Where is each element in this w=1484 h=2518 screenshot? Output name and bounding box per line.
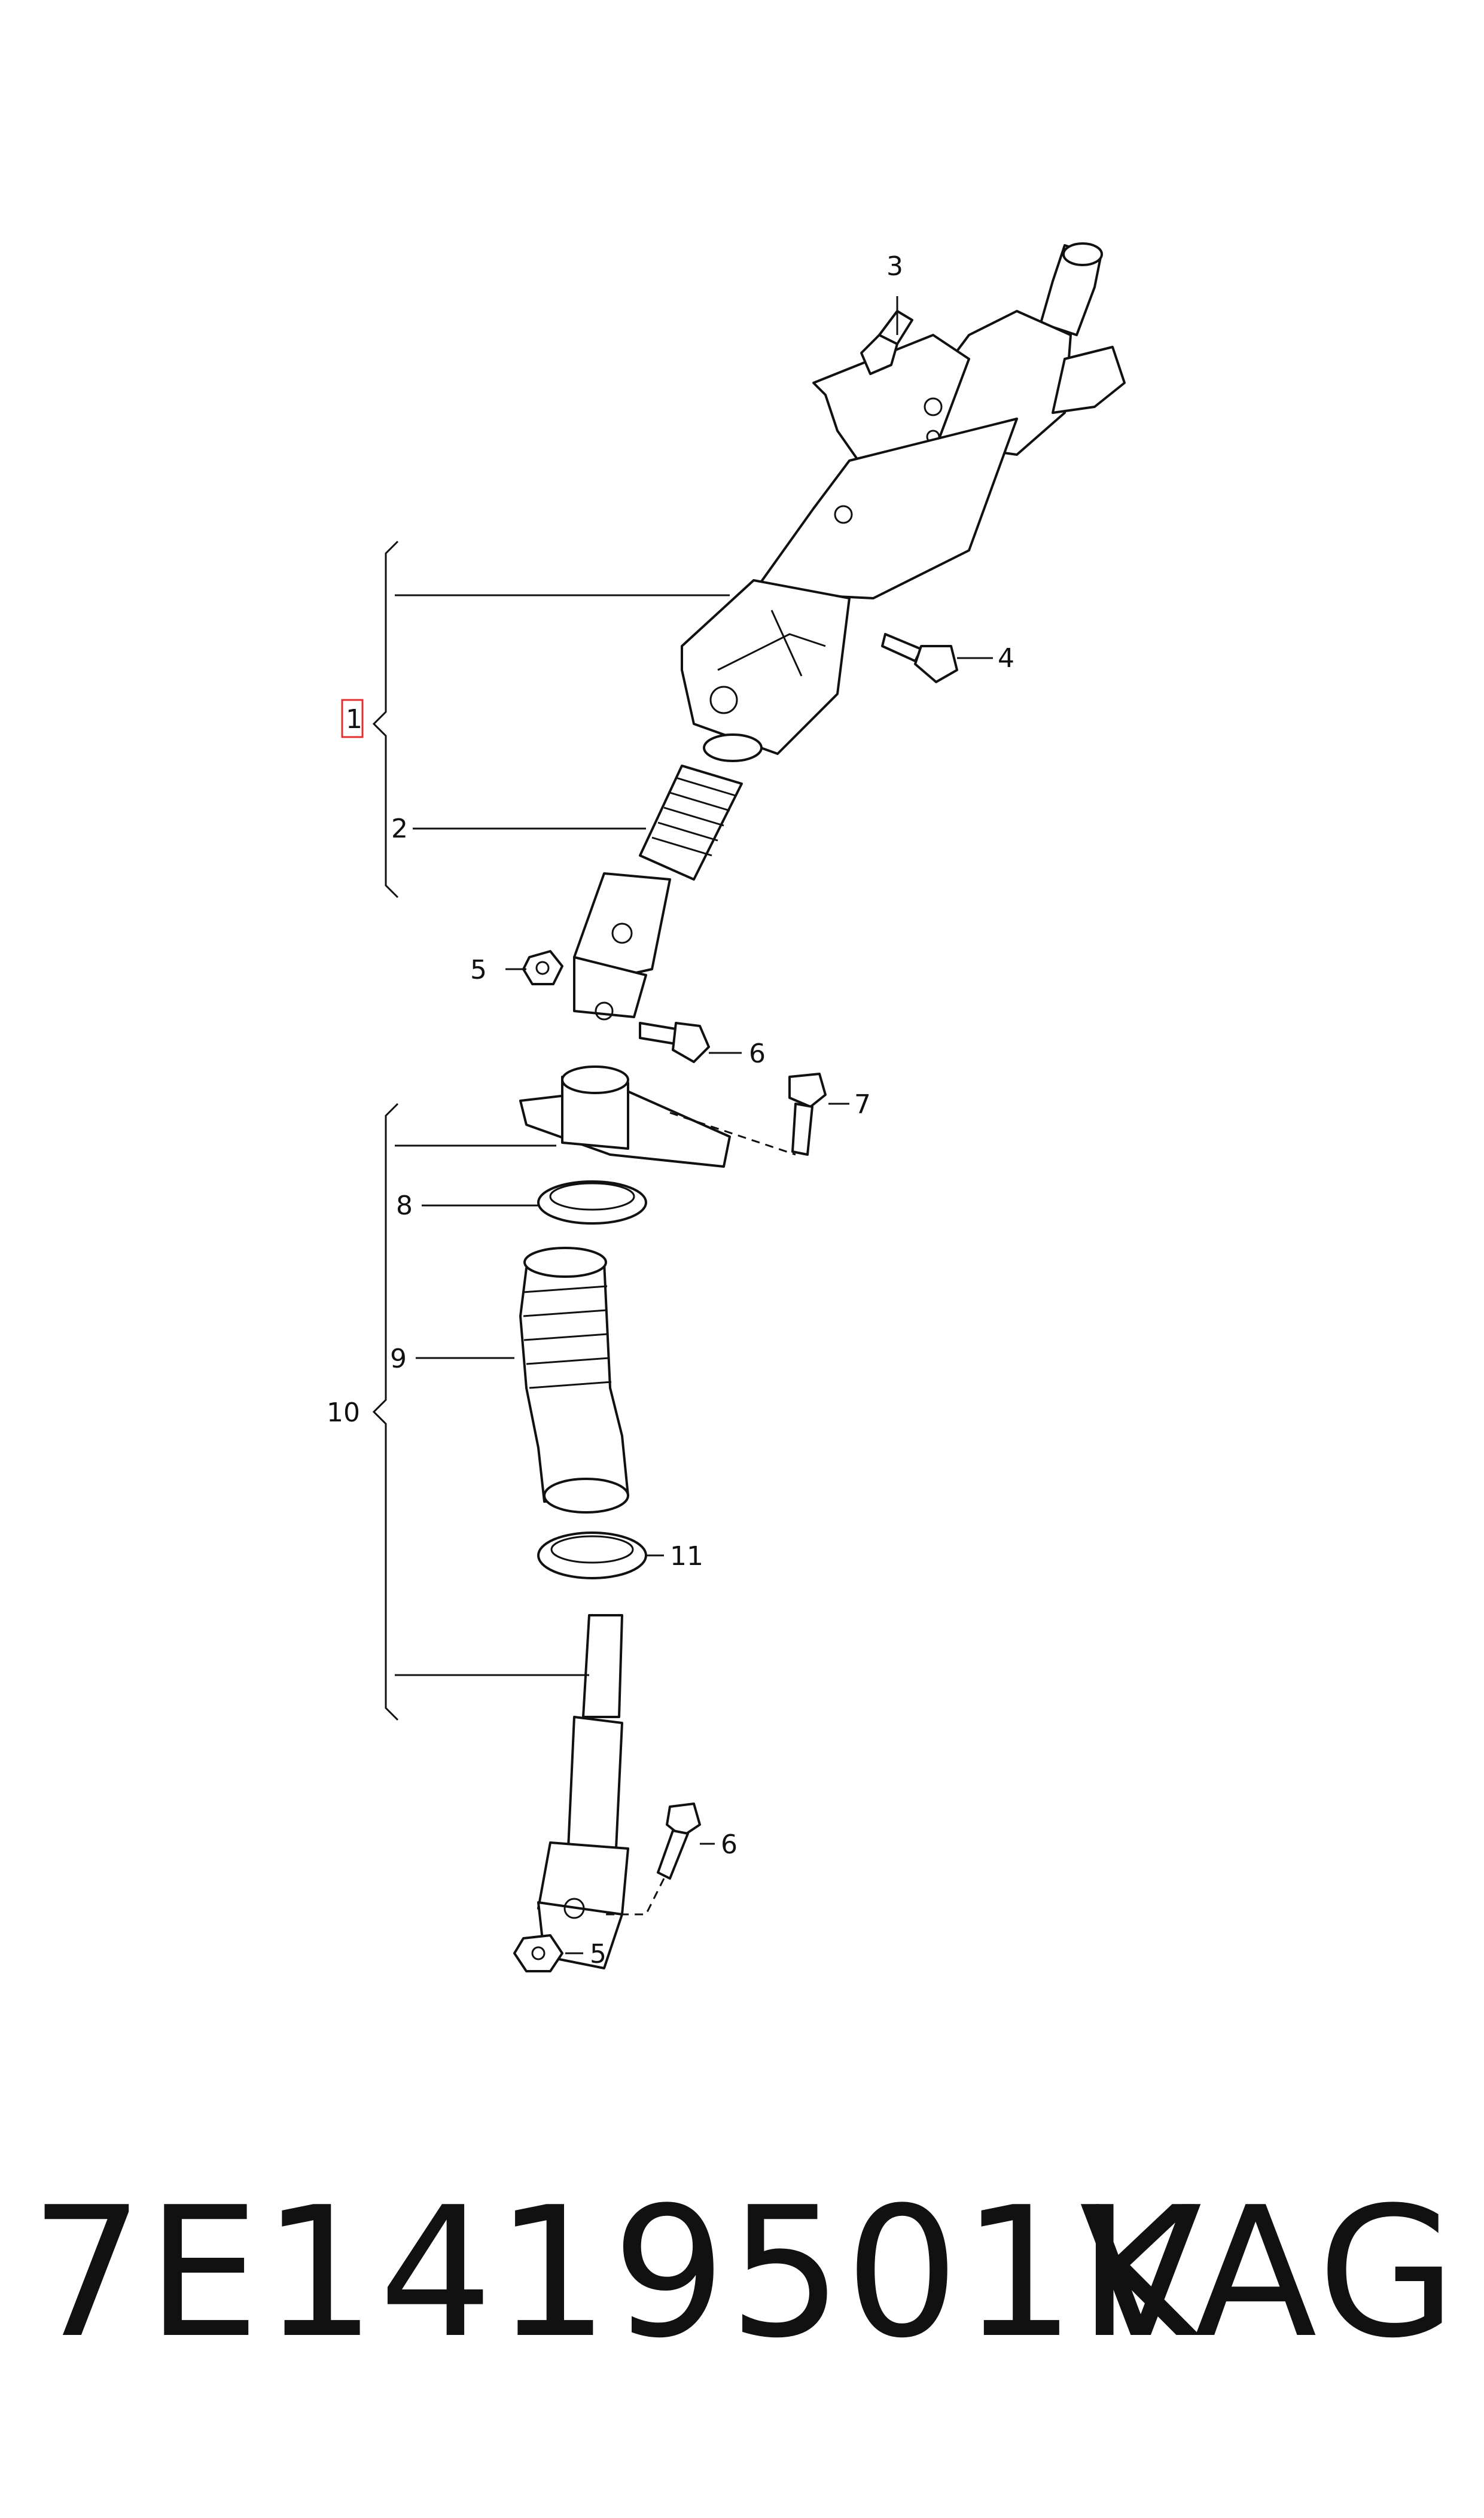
part-number: 7E1419501K [30,2169,1199,2377]
callout-11: 11 [670,1541,703,1572]
leader-lines [395,296,993,1954]
clamp-8 [537,1180,647,1225]
parts-diagram: 1 2 3 4 5 6 7 8 9 10 11 6 5 [327,242,1126,1972]
callout-4: 4 [998,643,1014,674]
callout-8: 8 [396,1191,413,1221]
callout-6-lower: 6 [721,1829,738,1860]
callout-3: 3 [886,251,903,282]
clamp-11 [537,1531,647,1579]
nut-5-lower [513,1934,563,1972]
bolt-6-upper [639,1022,710,1063]
callout-1: 1 [346,704,362,735]
bracket-assembly-1 [372,540,399,899]
callout-1-highlight [341,699,364,738]
boot-9 [519,1247,629,1514]
callout-5-upper: 5 [470,955,487,985]
mounting-plate [519,1065,796,1168]
callout-6-upper: 6 [749,1039,766,1069]
bolt-4 [881,633,958,683]
callout-2: 2 [391,814,408,844]
callout-10: 10 [327,1397,360,1428]
bolt-6-lower [604,1803,701,1916]
footer: 7E1419501K VAG [0,2184,1484,2435]
callout-9: 9 [390,1344,407,1374]
callout-5-lower: 5 [590,1939,607,1969]
steering-column-part [573,242,1126,1021]
bolt-3 [860,310,913,375]
brand-name: VAG [1079,2169,1460,2377]
callout-7: 7 [854,1089,871,1120]
bolt-7 [788,1073,827,1156]
bracket-assembly-10 [372,1103,399,1721]
intermediate-shaft [537,1614,629,1969]
nut-5-upper [522,950,563,985]
